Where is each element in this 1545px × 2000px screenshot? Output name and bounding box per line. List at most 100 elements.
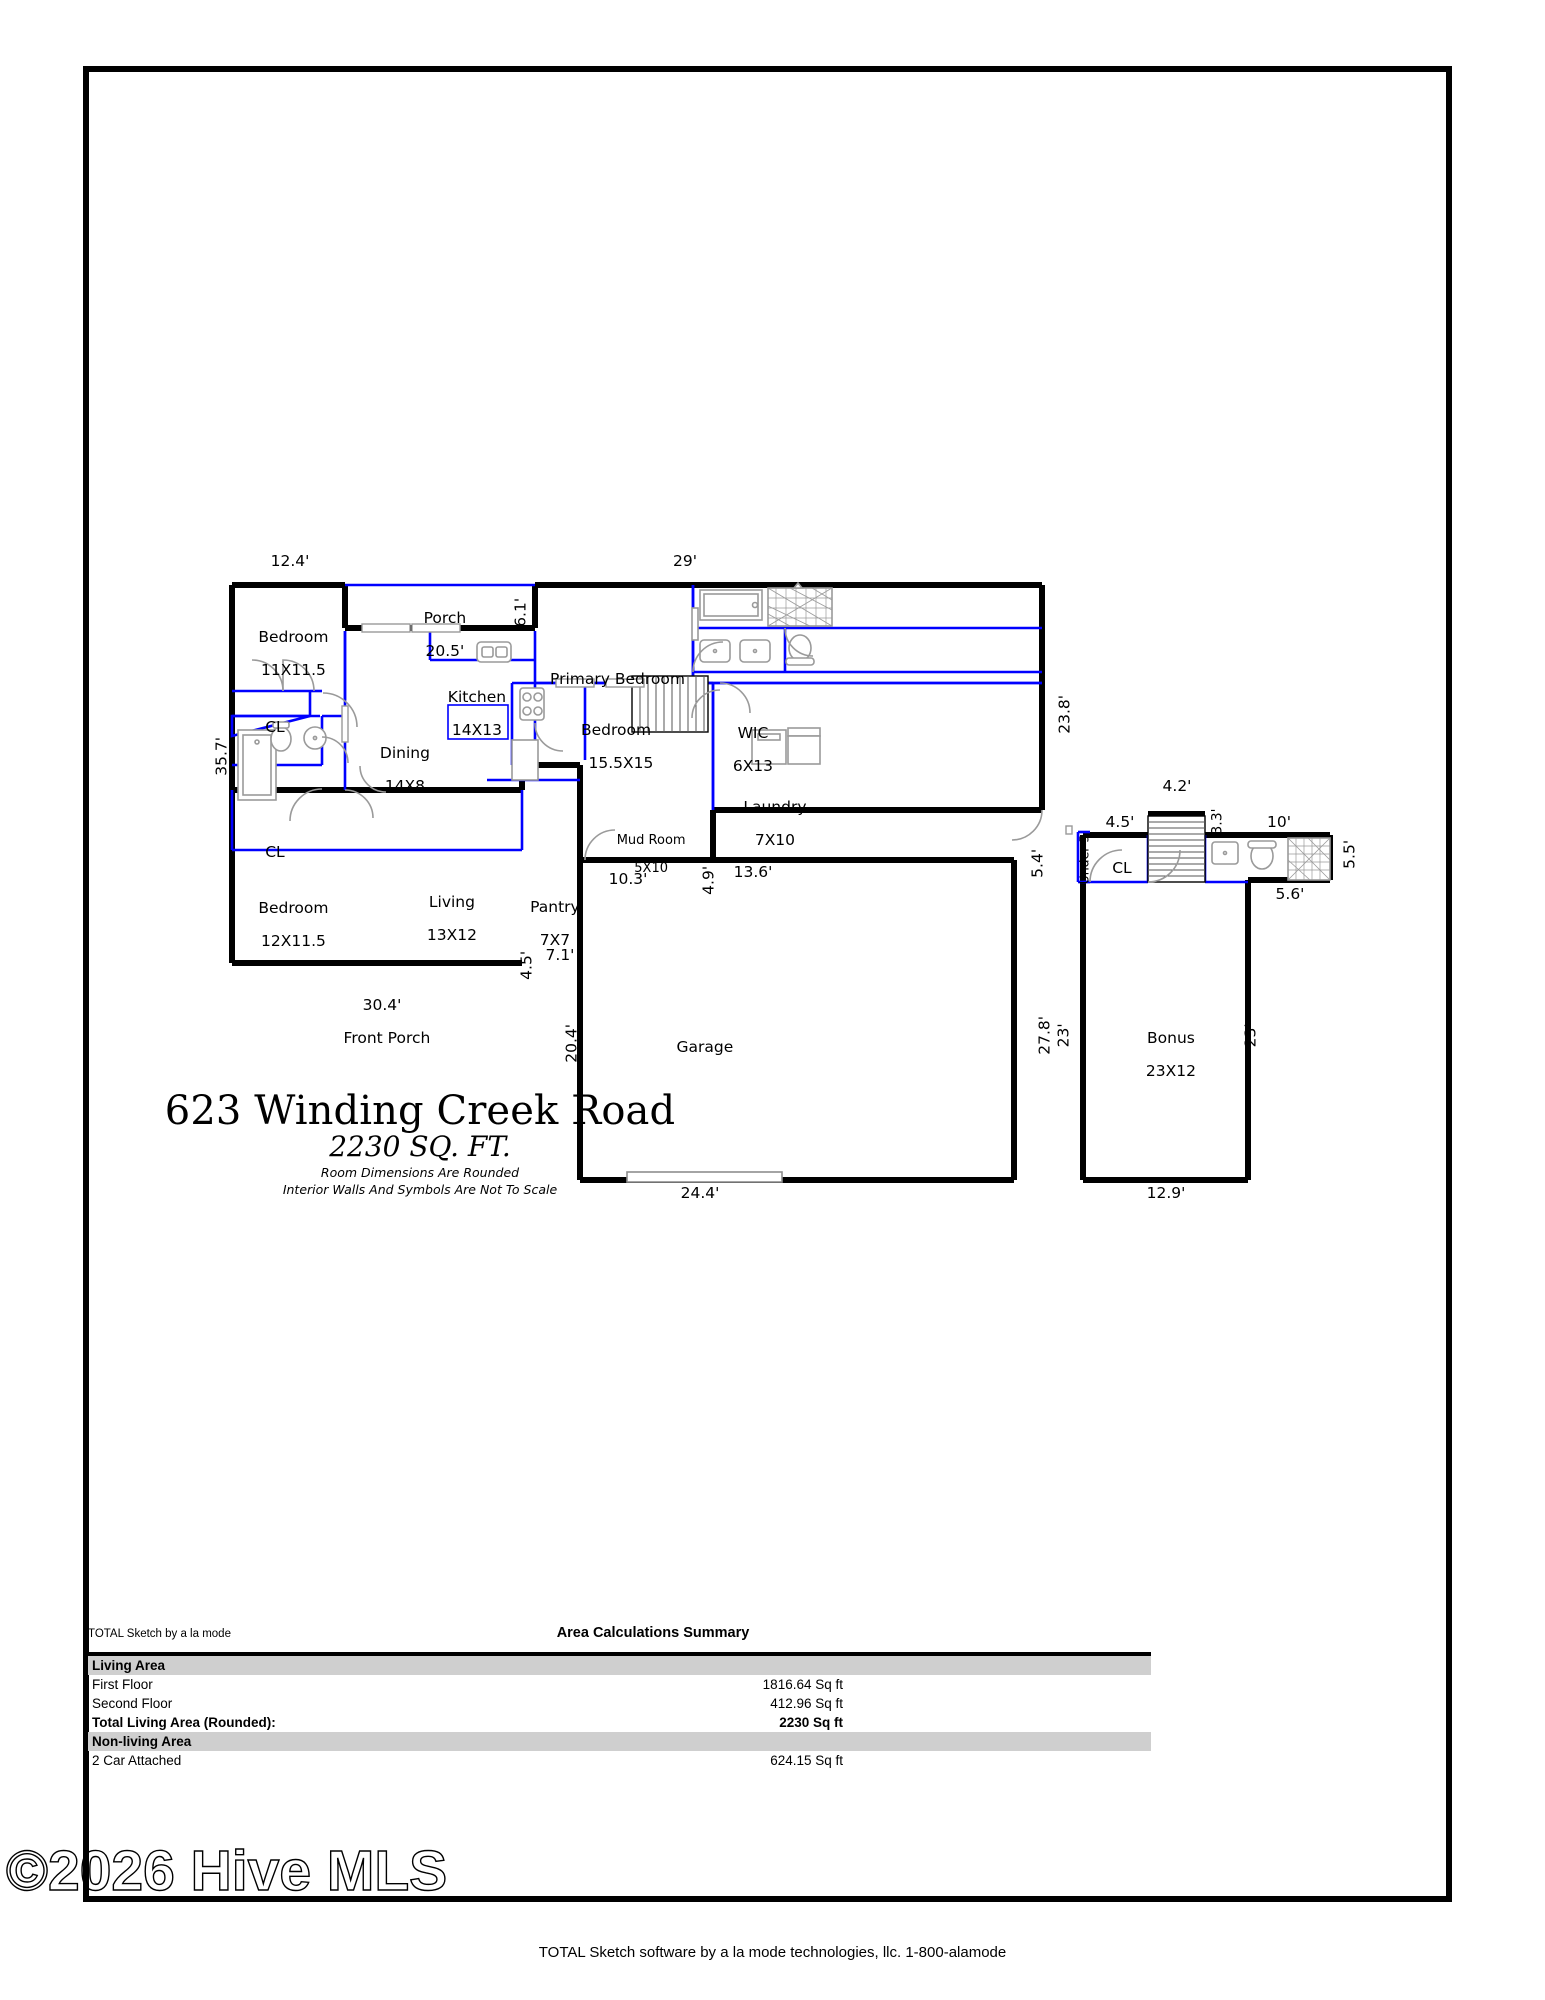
dim-23-b: 23' <box>1242 1004 1260 1066</box>
room-label-pantry: Pantry 7X7 <box>514 882 586 949</box>
dim-12-9: 12.9' <box>1118 1185 1214 1202</box>
footer-credit: TOTAL Sketch software by a la mode techn… <box>538 1944 1007 1961</box>
room-name: CL <box>1112 858 1132 877</box>
dim-6-1: 6.1' <box>511 577 530 647</box>
room-name: Under 5 <box>1076 834 1091 885</box>
dim-29: 29' <box>610 553 760 570</box>
dim-23-8: 23.8' <box>1055 669 1074 759</box>
dim-10: 10' <box>1250 814 1308 831</box>
summary-row-total: Total Living Area (Rounded): 2230 Sq ft <box>88 1713 1151 1732</box>
watermark: ©2026 Hive MLS <box>5 1838 448 1903</box>
room-label-dining: Dining 14X8 <box>348 728 452 795</box>
dim-30-4: 30.4' <box>320 997 444 1014</box>
dim-value: 20.4' <box>562 1023 581 1063</box>
dim-value: 12.9' <box>1146 1184 1186 1202</box>
dim-23-a: 23' <box>1054 1004 1073 1066</box>
room-name: Porch <box>423 608 467 627</box>
dim-value: 5.6' <box>1275 885 1305 903</box>
room-label-laundry: Laundry 7X10 <box>722 782 818 849</box>
room-name: WIC <box>737 723 769 742</box>
room-size: 6X13 <box>732 757 774 776</box>
room-label-garage: Garage <box>640 1022 760 1055</box>
room-label-closet-b: CL <box>248 827 292 860</box>
room-name: Pantry <box>530 897 580 916</box>
row-value: 2230 Sq ft <box>779 1715 843 1730</box>
room-name: Primary Bedroom <box>550 670 685 689</box>
page-subtitle-sqft: 2230 SQ. FT. <box>329 1130 511 1163</box>
note-rounded: Room Dimensions Are Rounded <box>320 1165 520 1180</box>
dim-20-4: 20.4' <box>562 1003 581 1083</box>
room-size: 7X10 <box>754 831 796 850</box>
dim-5-5: 5.5' <box>1341 819 1359 889</box>
dim-4-5-b: 4.5' <box>1088 814 1152 831</box>
room-name: CL <box>265 842 285 861</box>
summary-row: 2 Car Attached 624.15 Sq ft <box>88 1751 1151 1770</box>
room-name: Bedroom <box>258 627 329 646</box>
room-label-closet-c: CL <box>1095 843 1139 876</box>
note-not-to-scale: Interior Walls And Symbols Are Not To Sc… <box>282 1182 558 1197</box>
room-label-bonus: Bonus 23X12 <box>1106 1013 1226 1080</box>
page-border <box>83 66 1452 1902</box>
room-size: 7X7 <box>539 931 571 950</box>
row-label: Total Living Area (Rounded): <box>92 1715 276 1730</box>
room-label-wic: WIC 6X13 <box>700 708 796 775</box>
summary-section-header: Living Area <box>88 1656 1151 1675</box>
dim-12-4: 12.4' <box>238 553 342 570</box>
room-name: Living <box>428 892 475 911</box>
page-title: 623 Winding Creek Road <box>164 1088 676 1134</box>
dim-value: 4.2' <box>1162 777 1192 795</box>
summary-rule <box>88 1652 1151 1656</box>
area-calculations-summary: TOTAL Sketch by a la mode Area Calculati… <box>88 1622 1448 1770</box>
dim-10-3: 10.3' <box>588 871 668 888</box>
summary-title: Area Calculations Summary <box>556 1625 750 1641</box>
dim-5-6: 5.6' <box>1258 886 1322 903</box>
dim-value: 10.3' <box>608 870 648 888</box>
section-label: Living Area <box>92 1658 166 1673</box>
room-name: Kitchen <box>447 687 507 706</box>
room-label-front-porch: Front Porch <box>320 1013 444 1046</box>
room-label-primary: Primary Bedroom Bedroom 15.5X15 <box>550 638 685 773</box>
room-label-mudroom: Mud Room 5X10 <box>595 820 699 876</box>
room-name: CL <box>265 717 285 736</box>
row-value: 412.96 Sq ft <box>770 1696 843 1711</box>
room-size: 14X8 <box>384 777 426 796</box>
room-size: 14X13 <box>451 721 502 740</box>
room-size: 5X10 <box>634 861 668 877</box>
room-name: Garage <box>676 1037 734 1056</box>
room-label-kitchen: Kitchen 14X13 <box>412 672 532 739</box>
row-label: First Floor <box>92 1677 153 1692</box>
dim-value: 23.8' <box>1055 694 1074 734</box>
summary-header: TOTAL Sketch by a la mode Area Calculati… <box>88 1622 1448 1652</box>
dim-4-2: 4.2' <box>1146 778 1208 795</box>
row-value: 624.15 Sq ft <box>770 1753 843 1768</box>
dim-value: 12.4' <box>270 552 310 570</box>
room-size: 20.5' <box>425 642 465 661</box>
dim-value: 23' <box>1054 1023 1073 1048</box>
room-name: Bonus <box>1147 1028 1195 1047</box>
room-size: 15.5X15 <box>588 754 654 773</box>
dim-value: 6.1' <box>511 597 530 627</box>
dim-value: 4.5' <box>517 950 536 980</box>
dim-3-3: 3.3' <box>1209 791 1225 853</box>
room-size: 13X12 <box>426 926 477 945</box>
dim-value: 30.4' <box>362 996 402 1014</box>
summary-row: First Floor 1816.64 Sq ft <box>88 1675 1151 1694</box>
dim-24-4: 24.4' <box>650 1185 750 1202</box>
row-label: 2 Car Attached <box>92 1753 182 1768</box>
summary-section-header: Non-living Area <box>88 1732 1151 1751</box>
room-name-2: Bedroom <box>580 720 652 739</box>
summary-row: Second Floor 412.96 Sq ft <box>88 1694 1151 1713</box>
dim-value: 13.6' <box>733 863 773 881</box>
sketch-credit: TOTAL Sketch by a la mode <box>88 1628 231 1640</box>
section-label: Non-living Area <box>92 1734 192 1749</box>
dim-value: 7.1' <box>545 946 575 964</box>
room-name: Bedroom <box>258 898 329 917</box>
dim-value: 29' <box>673 552 697 570</box>
dim-value: 24.4' <box>680 1184 720 1202</box>
room-name: Laundry <box>743 797 807 816</box>
row-value: 1816.64 Sq ft <box>762 1677 843 1692</box>
dim-35-7: 35.7' <box>213 711 231 801</box>
room-name: Front Porch <box>343 1028 431 1047</box>
dim-value: 27.8' <box>1035 1015 1054 1055</box>
